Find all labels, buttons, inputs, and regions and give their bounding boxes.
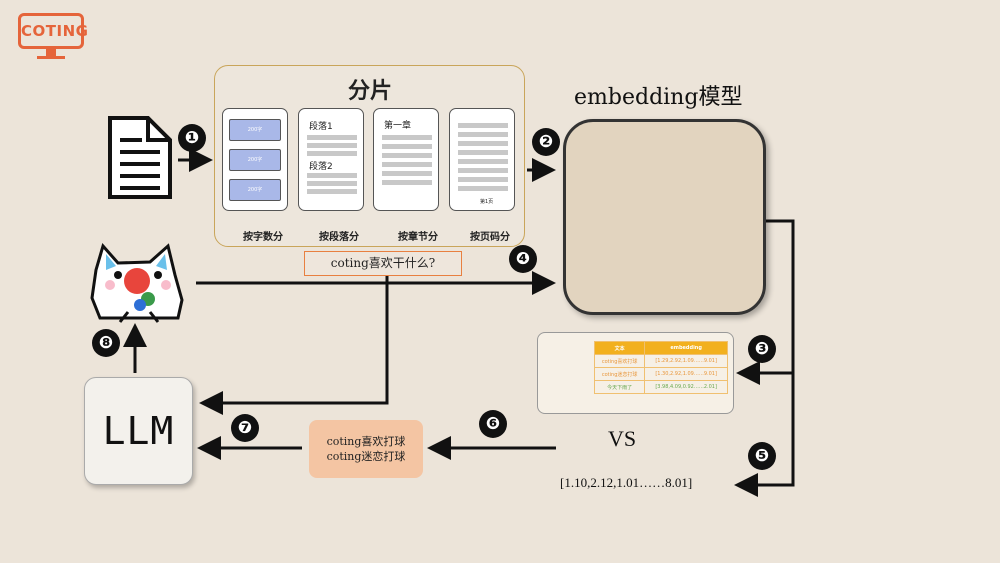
paragraph-label: 段落1 (309, 122, 333, 132)
query-vector: [1.10,2.12,1.01……8.01] (560, 475, 693, 490)
retrieved-results: coting喜欢打球 coting迷恋打球 (309, 420, 423, 478)
retrieved-line: coting喜欢打球 (326, 435, 406, 448)
paragraph-label: 段落2 (309, 162, 333, 172)
chunking-title: 分片 (347, 78, 392, 104)
logo-monitor-stand (46, 49, 56, 56)
step-6-badge: ❻ (479, 410, 507, 438)
table-header: embedding (644, 341, 728, 355)
word-chunk-box: 200字 (229, 149, 281, 171)
table-cell: [1.30,2.92,1.09……9.01] (644, 367, 728, 381)
chunk-card-by-words: 200字 200字 200字 (222, 108, 288, 211)
cat-mascot-icon (90, 242, 184, 323)
chunk-card-by-page: 第1页 (449, 108, 515, 211)
table-cell: [1.29,2.92,1.09……9.01] (644, 354, 728, 368)
step-3-badge: ❸ (748, 335, 776, 363)
vector-db-panel: 文本 embedding coting喜欢打球 [1.29,2.92,1.09…… (537, 332, 734, 414)
llm-key: LLM (84, 377, 193, 485)
chunk-card-by-chapter: 第一章 (373, 108, 439, 211)
vs-label: VS (608, 426, 637, 451)
step-5-badge: ❺ (748, 442, 776, 470)
table-row: coting迷恋打球 [1.30,2.92,1.09……9.01] (593, 367, 728, 381)
caption-by-words: 按字数分 (243, 232, 283, 243)
table-row: coting喜欢打球 [1.29,2.92,1.09……9.01] (593, 354, 728, 368)
table-header: 文本 (593, 341, 646, 355)
caption-by-chapter: 按章节分 (398, 232, 438, 243)
coting-logo: COTING (18, 13, 88, 49)
caption-by-page: 按页码分 (470, 232, 510, 243)
step-2-badge: ❷ (532, 128, 560, 156)
table-cell: coting喜欢打球 (593, 354, 646, 368)
step-4-badge: ❹ (509, 245, 537, 273)
word-chunk-box: 200字 (229, 179, 281, 201)
embedding-model-title: embedding模型 (574, 85, 743, 110)
word-chunk-box: 200字 (229, 119, 281, 141)
step-7-badge: ❼ (231, 414, 259, 442)
chunk-card-by-paragraph: 段落1 段落2 (298, 108, 364, 211)
table-cell: coting迷恋打球 (593, 367, 646, 381)
document-icon (108, 116, 172, 199)
page-number-label: 第1页 (480, 199, 494, 205)
table-row: 今天下雨了 [3.98,4.09,0.92……2.01] (593, 380, 728, 394)
chapter-label: 第一章 (384, 121, 412, 131)
user-question: coting喜欢干什么? (304, 251, 462, 276)
embedding-model-card (563, 119, 766, 315)
retrieved-line: coting迷恋打球 (326, 450, 406, 463)
step-8-badge: ❽ (92, 329, 120, 357)
vector-db-table: 文本 embedding coting喜欢打球 [1.29,2.92,1.09…… (593, 341, 728, 394)
table-cell: 今天下雨了 (593, 380, 646, 394)
step-1-badge: ❶ (178, 124, 206, 152)
logo-monitor-base (37, 56, 65, 59)
caption-by-paragraph: 按段落分 (319, 232, 359, 243)
table-cell: [3.98,4.09,0.92……2.01] (644, 380, 728, 394)
